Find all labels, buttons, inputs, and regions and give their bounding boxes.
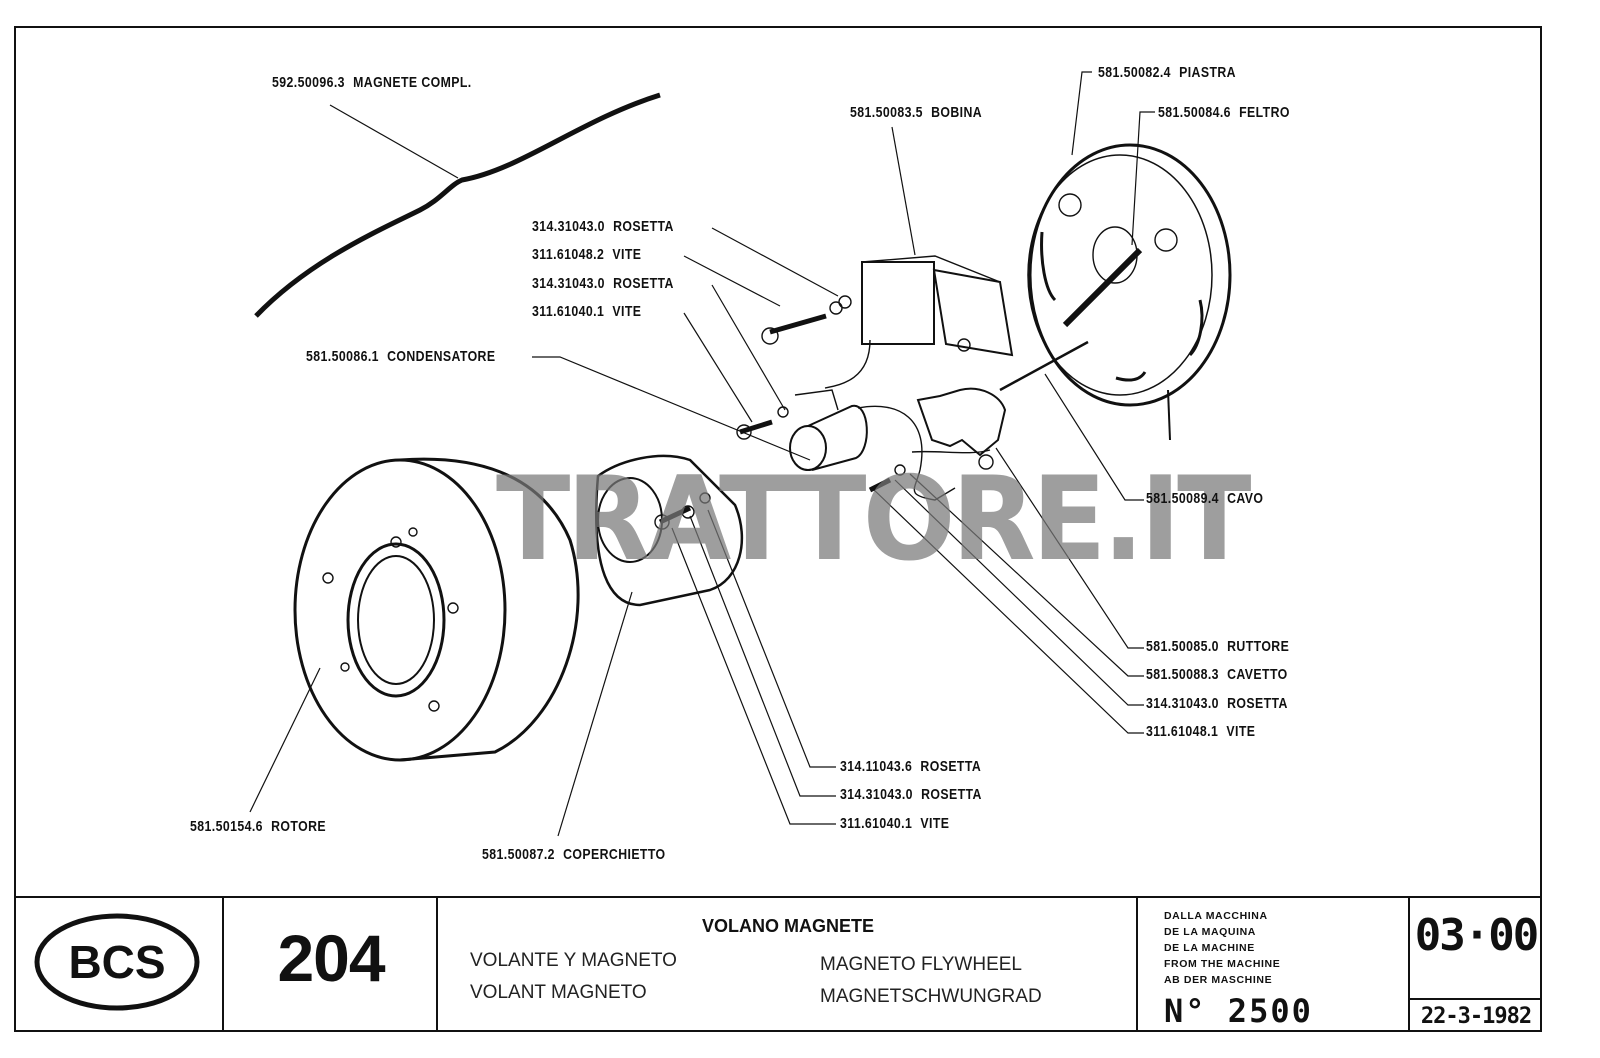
description-cell: VOLANO MAGNETE VOLANTE Y MAGNETO VOLANT …: [438, 898, 1138, 1032]
bobina-part: [838, 255, 1014, 357]
drawing-frame: [14, 26, 1542, 1032]
drawing-number: 204: [277, 921, 385, 995]
bcs-logo: BCS: [34, 913, 200, 1011]
watermark: TRATTORE.IT: [496, 452, 1251, 587]
drawing-number-cell: 204: [224, 898, 438, 1032]
machine-number: N° 2500: [1164, 992, 1313, 1030]
revision-date: 22-3-1982: [1420, 1004, 1532, 1029]
machine-from-en: FROM THE MACHINE: [1164, 958, 1281, 970]
machine-from-it: DALLA MACCHINA: [1164, 910, 1268, 922]
piastra-part: [999, 143, 1232, 441]
title-italian: VOLANO MAGNETE: [701, 916, 874, 936]
exploded-view-drawing: [249, 71, 1232, 837]
machine-cell: DALLA MACCHINA DE LA MAQUINA DE LA MACHI…: [1138, 898, 1410, 1032]
title-english: MAGNETO FLYWHEEL: [820, 954, 1022, 975]
revision-cell: 03·00 22-3-1982: [1410, 898, 1542, 1032]
magnete-wire: [254, 92, 661, 318]
title-spanish: VOLANTE Y MAGNETO: [470, 950, 677, 971]
machine-from-fr: DE LA MACHINE: [1164, 942, 1255, 954]
logo-cell: BCS: [14, 898, 224, 1032]
revision-divider: [1410, 998, 1542, 1000]
ruttore-part: [916, 387, 1007, 470]
logo-text: BCS: [68, 936, 165, 988]
rotore-part: [293, 457, 580, 762]
machine-from-es: DE LA MAQUINA: [1164, 926, 1256, 938]
condensatore-part: [789, 389, 868, 471]
revision-number: 03·00: [1414, 910, 1539, 961]
title-french: VOLANT MAGNETO: [470, 982, 647, 1003]
title-block: BCS 204 VOLANO MAGNETE VOLANTE Y MAGNETO…: [14, 896, 1542, 1032]
machine-from-de: AB DER MASCHINE: [1164, 974, 1273, 986]
screws: [654, 301, 906, 530]
title-german: MAGNETSCHWUNGRAD: [820, 986, 1042, 1007]
